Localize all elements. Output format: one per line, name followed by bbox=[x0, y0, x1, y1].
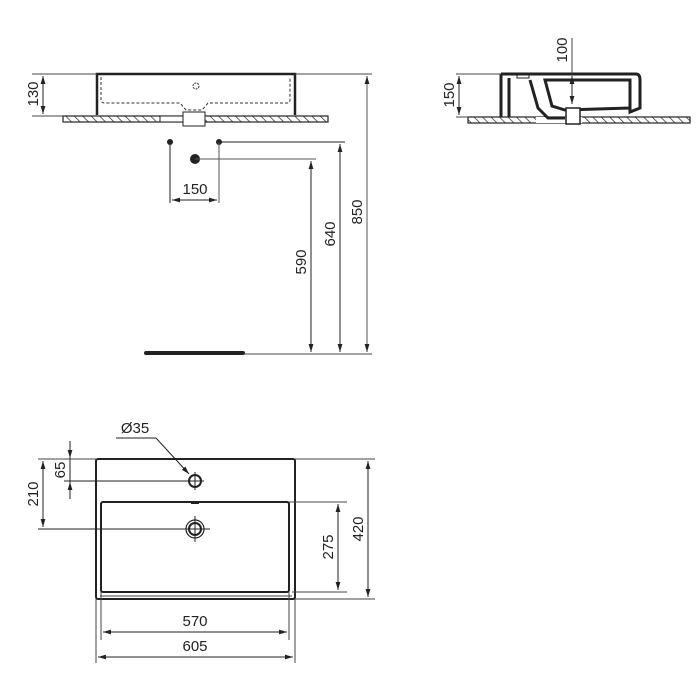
dim-overall-width: 605 bbox=[182, 638, 207, 655]
dim-basin-height: 130 bbox=[25, 81, 42, 106]
dim-tap-spacing: 150 bbox=[182, 181, 207, 198]
drain-outlet bbox=[182, 111, 206, 127]
dim-bowl-depth: 100 bbox=[554, 37, 571, 62]
dim-side-height: 150 bbox=[441, 82, 458, 107]
basin-front-outline bbox=[95, 72, 297, 115]
dim-drain-offset: 210 bbox=[25, 481, 42, 506]
dim-640: 640 bbox=[322, 221, 339, 246]
dim-tap-hole-diameter: Ø35 bbox=[121, 420, 149, 437]
dim-850: 850 bbox=[349, 199, 366, 224]
basin-inner-hidden-line bbox=[100, 77, 291, 111]
dim-590: 590 bbox=[293, 249, 310, 274]
overflow-hole bbox=[192, 82, 200, 90]
bowl-outline bbox=[100, 501, 290, 593]
side-view: 150 100 bbox=[441, 37, 691, 125]
dim-tap-offset: 65 bbox=[52, 462, 69, 479]
top-view: Ø35 65 210 275 420 570 605 bbox=[25, 420, 375, 663]
side-drain bbox=[565, 107, 581, 125]
dim-bowl-depth-top: 275 bbox=[320, 534, 337, 559]
front-view: 130 150 590 640 850 bbox=[25, 72, 372, 355]
dim-overall-depth: 420 bbox=[350, 516, 367, 541]
dim-bowl-width: 570 bbox=[182, 613, 207, 630]
